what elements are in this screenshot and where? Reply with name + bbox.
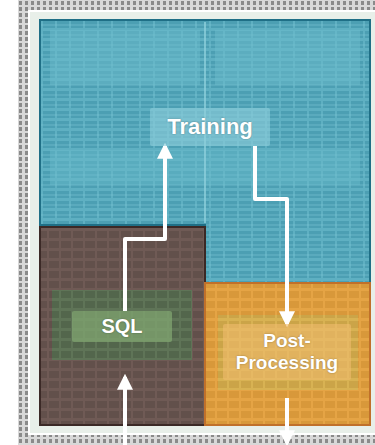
flow-arrow [255, 146, 287, 324]
region-label-box: Training [150, 108, 270, 146]
region-label: SQL [101, 315, 142, 338]
flow-arrow [125, 146, 165, 311]
region-label: Training [167, 114, 253, 139]
region-label-box: Post-Processing [223, 324, 351, 380]
region-label-box: SQL [72, 311, 172, 342]
region-label: Post-Processing [229, 330, 345, 374]
